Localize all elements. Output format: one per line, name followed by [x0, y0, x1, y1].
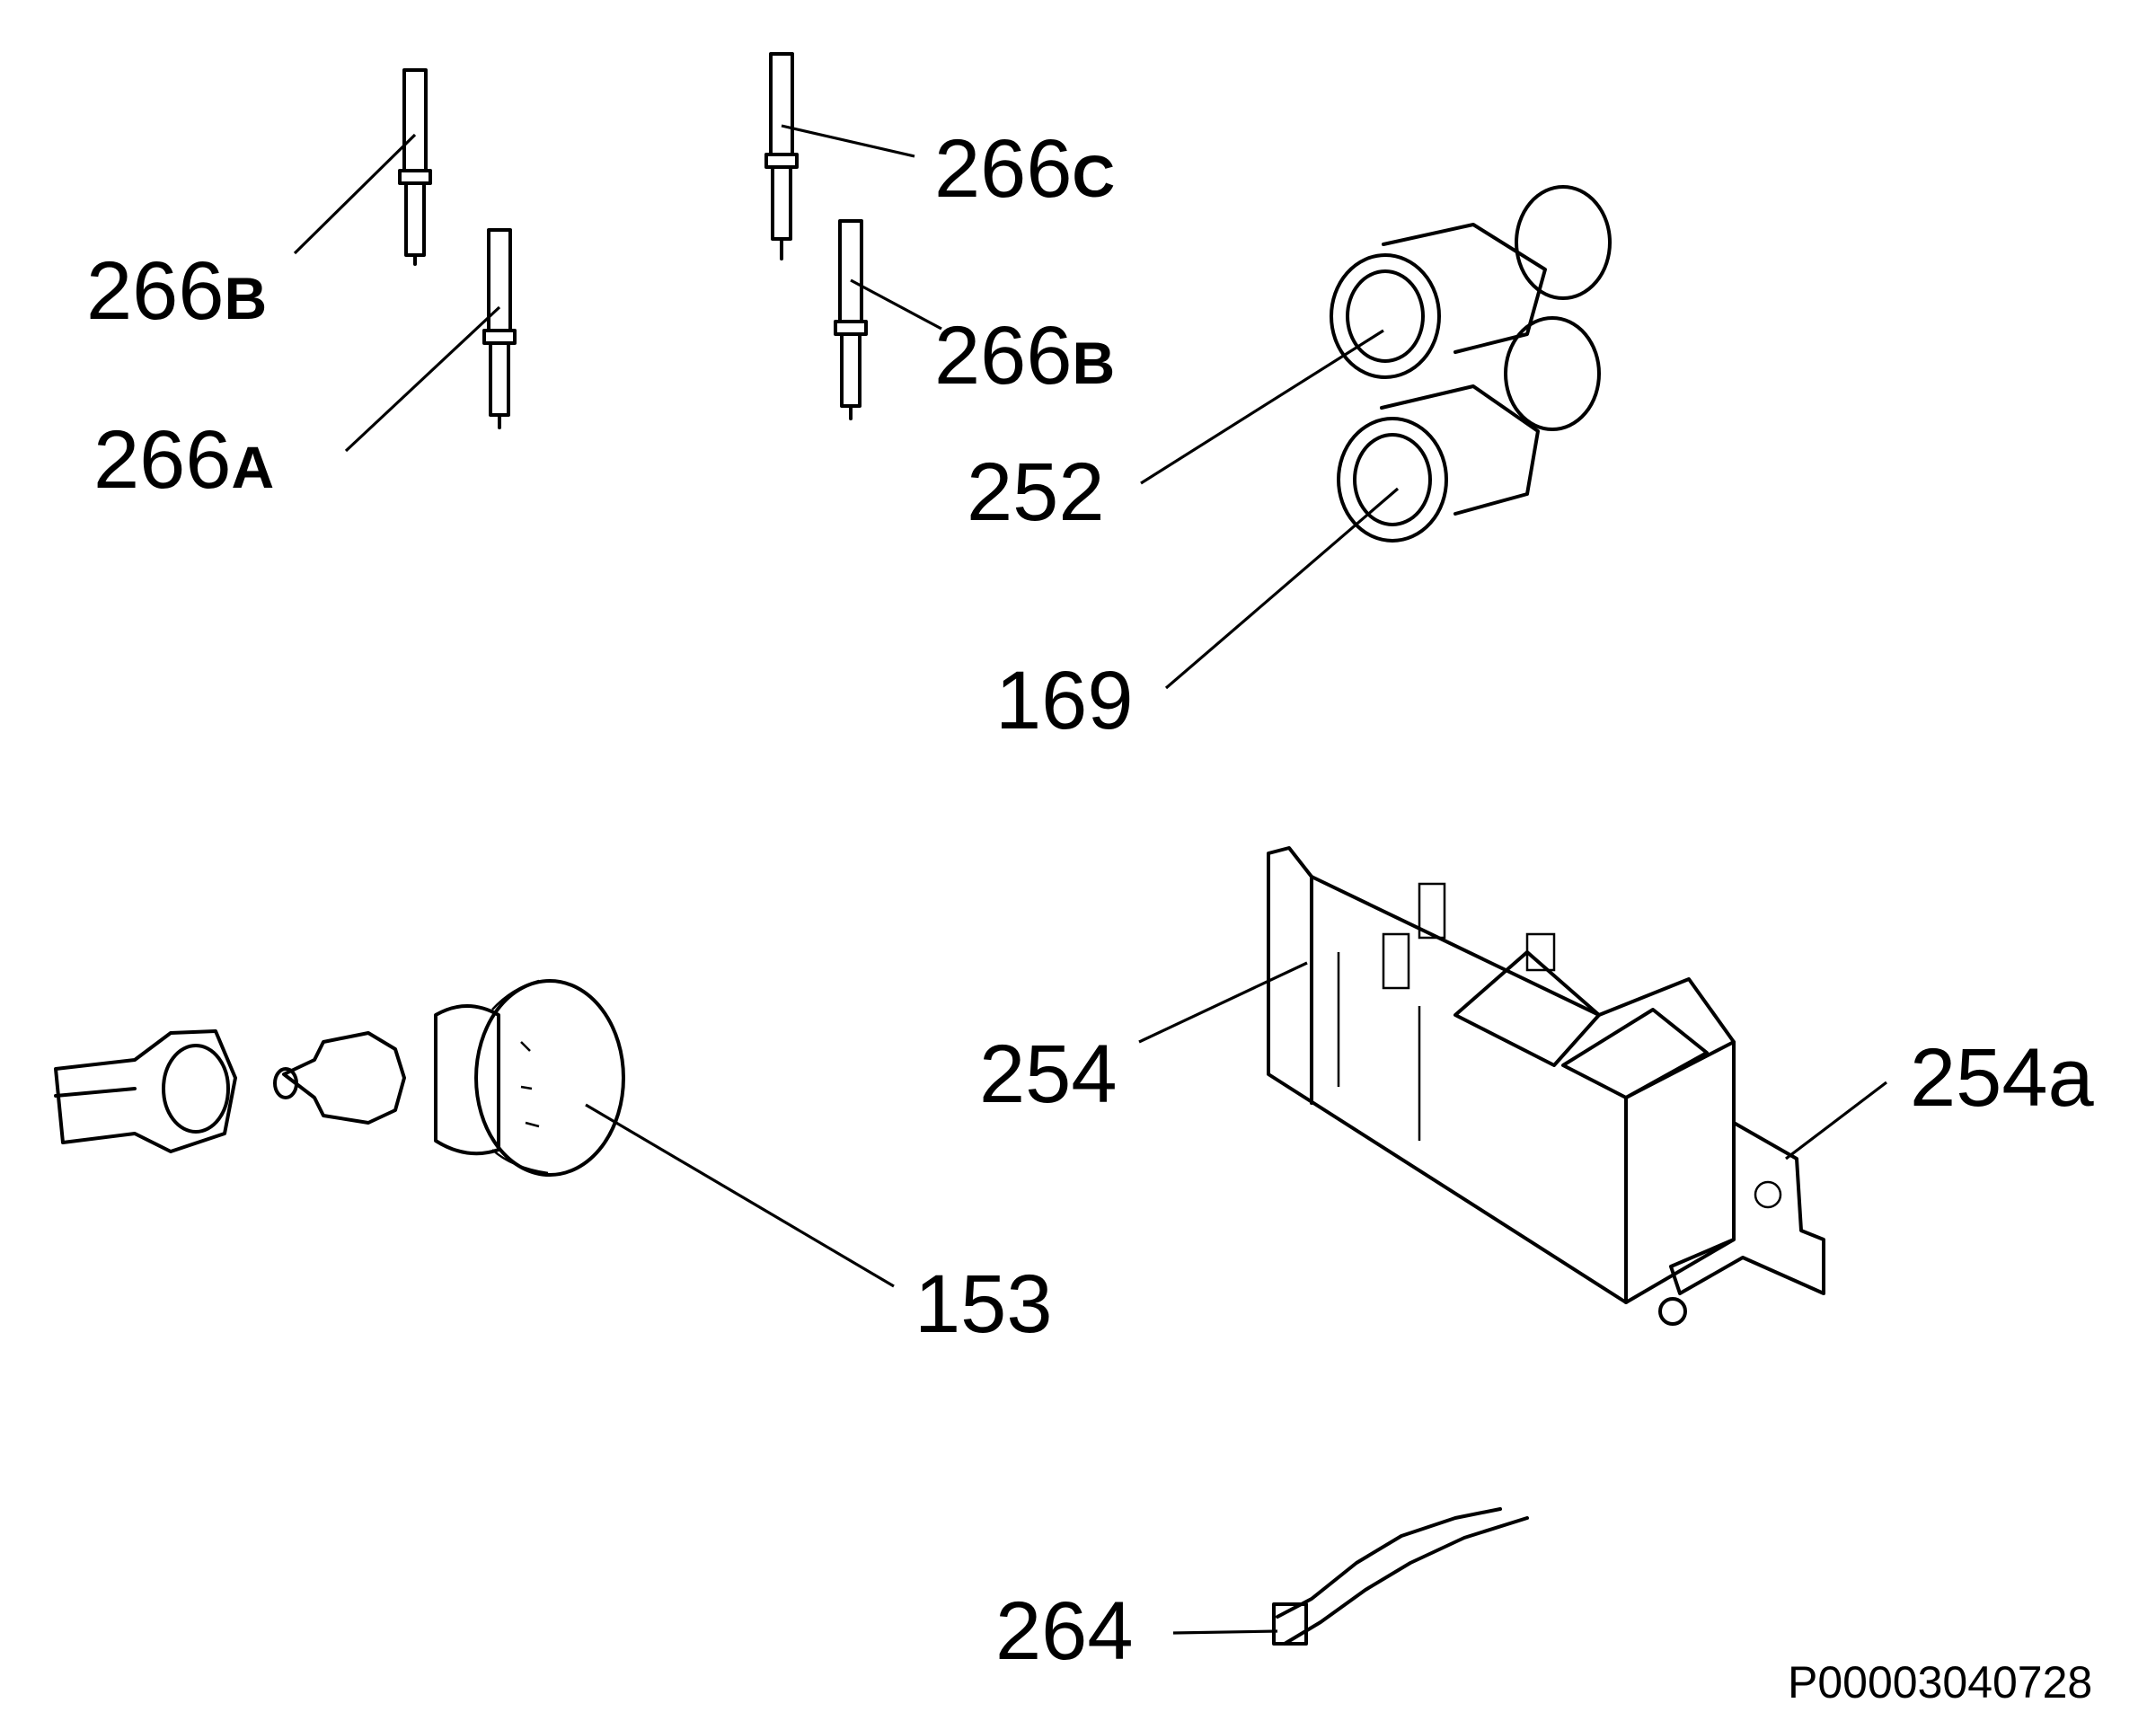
lamp-bulb — [273, 1031, 406, 1125]
leader-266a — [344, 305, 501, 453]
electrode-266c — [764, 52, 799, 260]
callout-266b-left: 266B — [86, 245, 268, 337]
leader-266b-right — [850, 278, 942, 331]
drawing-code: P00003040728 — [1788, 1657, 2093, 1708]
lamp-cover-153 — [434, 979, 625, 1177]
callout-264: 264 — [995, 1585, 1134, 1677]
callout-169: 169 — [995, 655, 1134, 746]
electrode-266b-right — [834, 219, 868, 420]
leader-252 — [1140, 329, 1384, 485]
leader-254a — [1785, 1081, 1887, 1160]
electrode-266b-left — [398, 68, 432, 266]
bracket-254a — [1658, 1121, 1825, 1326]
callout-252: 252 — [967, 446, 1105, 538]
callout-153: 153 — [915, 1258, 1053, 1350]
leader-266b-left — [293, 133, 417, 255]
leader-169 — [1164, 487, 1400, 690]
callout-254a: 254a — [1910, 1032, 2094, 1124]
callout-266b-right: 266B — [934, 310, 1116, 402]
leader-266c — [781, 124, 915, 158]
leader-254 — [1138, 961, 1308, 1044]
callout-254: 254 — [979, 1028, 1118, 1120]
leader-264 — [1172, 1629, 1278, 1635]
cable-264 — [1272, 1507, 1529, 1646]
lamp-holder — [54, 1029, 237, 1153]
leader-153 — [585, 1103, 895, 1288]
electrode-266a — [482, 228, 517, 429]
callout-266c: 266C — [934, 123, 1116, 215]
callout-266a: 266A — [93, 414, 275, 506]
switch-assembly-169 — [1337, 316, 1601, 543]
switch-assembly-252 — [1330, 185, 1612, 379]
ignition-unit-254 — [1267, 846, 1736, 1304]
